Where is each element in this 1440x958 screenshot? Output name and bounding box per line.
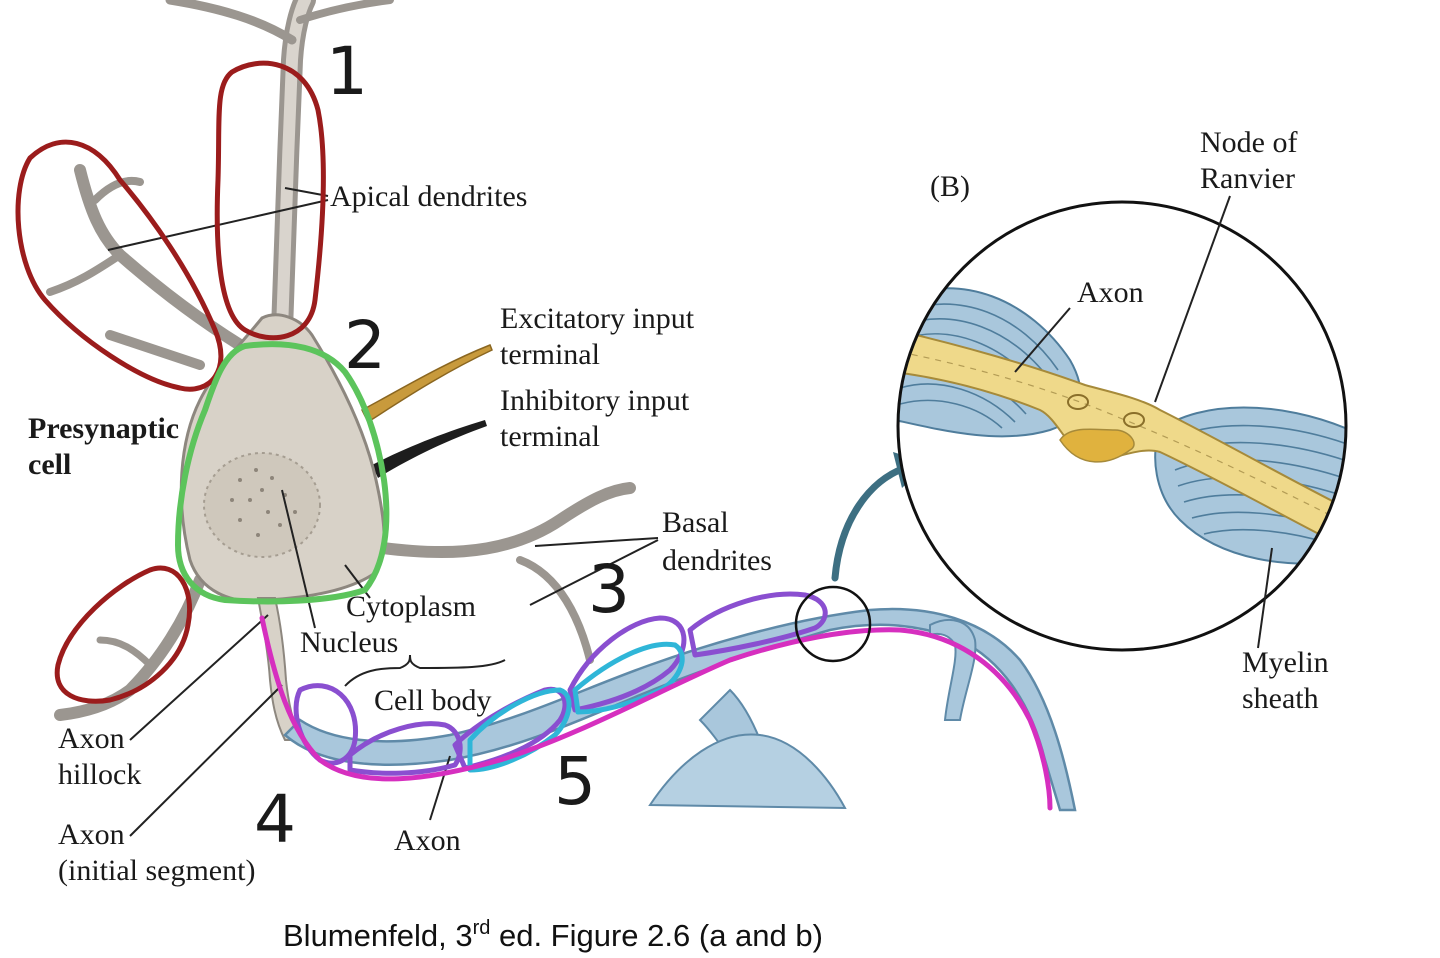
annotation-number-3: 3: [588, 551, 630, 628]
axon-loop-shape: [929, 619, 977, 721]
label-nucleus: Nucleus: [300, 626, 398, 659]
annotation-number-4: 4: [254, 781, 296, 858]
caption-suffix: ed. Figure 2.6 (a and b): [490, 918, 823, 953]
label-excitatory-line2: terminal: [500, 338, 600, 371]
annotation-2-outline: [175, 341, 390, 605]
excitatory-terminal: [361, 344, 493, 424]
nucleus-shape: [203, 452, 321, 558]
basal-dendrites-drawing: [54, 482, 636, 721]
caption-prefix: Blumenfeld, 3: [283, 918, 473, 953]
annotation-1-loop-apical: [214, 60, 326, 341]
annotation-1-loop-lower: [54, 565, 192, 704]
inset-node-bulge: [1059, 428, 1135, 463]
annotation-5-outlines: [467, 641, 685, 773]
myelin-glial-cell: [648, 733, 847, 810]
panel-b-label: (B): [930, 170, 970, 203]
label-cytoplasm: Cytoplasm: [346, 590, 476, 623]
annotation-number-1: 1: [326, 33, 368, 110]
label-axon-initial-line2: (initial segment): [58, 854, 255, 887]
label-presynaptic-cell-line2: cell: [28, 448, 71, 481]
label-inhibitory-line1: Inhibitory input: [500, 384, 690, 417]
node-callout-circle: [794, 585, 872, 663]
caption-superscript: rd: [473, 917, 491, 939]
hand-annotations: 1 2 3 5 4: [15, 33, 1053, 858]
annotation-1-loop-left: [15, 139, 224, 392]
label-apical-dendrites: Apical dendrites: [330, 180, 527, 213]
label-node-line1: Node of: [1200, 126, 1297, 159]
inset-axon-texture: [899, 351, 1346, 526]
neuron-panel-a: Apical dendrites Presynaptic cell Excita…: [28, 0, 1077, 887]
label-excitatory-line1: Excitatory input: [500, 302, 695, 335]
label-myelin-line2: sheath: [1242, 682, 1319, 715]
myelinated-axon-drawing: [283, 607, 1077, 812]
label-basal-line2: dendrites: [662, 544, 772, 577]
label-axon-hillock-line1: Axon: [58, 722, 125, 755]
label-inset-axon: Axon: [1077, 276, 1144, 309]
label-inhibitory-line2: terminal: [500, 420, 600, 453]
figure-caption: Blumenfeld, 3rd ed. Figure 2.6 (a and b): [283, 917, 823, 953]
annotation-number-2: 2: [344, 307, 386, 384]
inset-organelle-2: [1123, 412, 1145, 428]
panel-a-leader-lines: [107, 187, 659, 837]
label-myelin-line1: Myelin: [1242, 646, 1329, 679]
inhibitory-terminal: [372, 420, 487, 478]
label-axon-initial-line1: Axon: [58, 818, 125, 851]
callout-arrow-shaft: [831, 464, 909, 582]
label-presynaptic-cell-line1: Presynaptic: [28, 412, 179, 445]
myelin-sheath-shape: [283, 607, 1077, 812]
inset-organelle-1: [1067, 394, 1089, 410]
panel-b-leader-lines: [1014, 195, 1273, 649]
inset-border: [896, 200, 1348, 652]
label-cell-body: Cell body: [374, 684, 492, 717]
label-axon-hillock-line2: hillock: [58, 758, 141, 791]
label-basal-line1: Basal: [662, 506, 729, 539]
label-axon-bottom: Axon: [394, 824, 461, 857]
label-node-line2: Ranvier: [1200, 162, 1295, 195]
annotation-number-5: 5: [554, 743, 596, 820]
apical-dendrites-drawing: [46, 0, 394, 370]
cell-body-drawing: [179, 313, 386, 741]
panel-a-labels: Apical dendrites Presynaptic cell Excita…: [28, 180, 772, 887]
annotation-4-axon-trace: [259, 615, 1053, 811]
input-terminals: [361, 344, 493, 478]
